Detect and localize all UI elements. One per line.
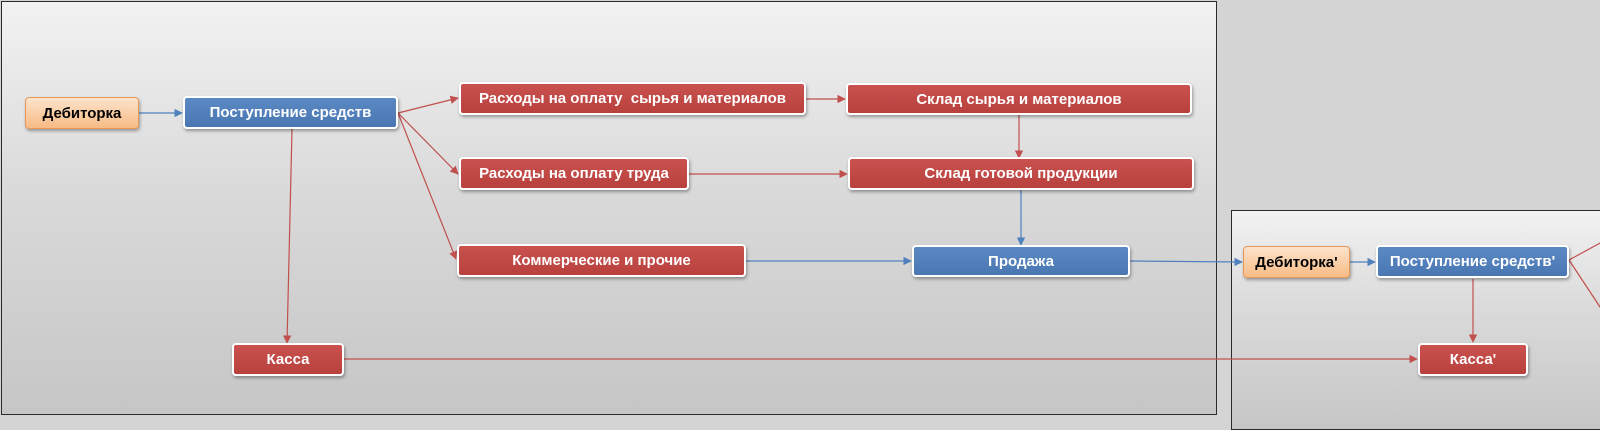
node-debitorka[interactable]: Дебиторка	[25, 97, 139, 129]
node-postuplenie-sredstv-2[interactable]: Поступление средств'	[1376, 245, 1569, 278]
arrows-layer	[139, 94, 1600, 364]
arrow-postuplenie-to-raskhody-syrye	[397, 95, 459, 114]
arrow-postuplenie-to-kommercheskie	[397, 112, 458, 260]
node-kassa-2[interactable]: Касса'	[1418, 343, 1528, 376]
node-postuplenie-sredstv[interactable]: Поступление средств	[183, 96, 398, 129]
node-debitorka-2[interactable]: Дебиторка'	[1243, 246, 1350, 278]
period-1-panel	[1, 1, 1217, 415]
arrow-postuplenie-2-offscreen-2	[1568, 259, 1600, 309]
arrow-postuplenie-to-raskhody-truda	[397, 112, 459, 175]
node-kommercheskie[interactable]: Коммерческие и прочие	[457, 244, 746, 277]
node-kassa[interactable]: Касса	[232, 343, 344, 376]
arrow-postuplenie-2-offscreen-1	[1568, 242, 1600, 261]
node-prodazha[interactable]: Продажа	[912, 245, 1130, 277]
node-raskhody-truda[interactable]: Расходы на оплату труда	[459, 157, 689, 190]
node-sklad-gotovoy[interactable]: Склад готовой продукции	[848, 157, 1194, 190]
arrow-prodazha-to-debitorka-2	[1129, 257, 1243, 267]
node-sklad-syrya[interactable]: Склад сырья и материалов	[846, 83, 1192, 115]
node-raskhody-syrye[interactable]: Расходы на оплату сырья и материалов	[459, 82, 806, 115]
arrow-postuplenie-to-kassa	[282, 128, 293, 344]
